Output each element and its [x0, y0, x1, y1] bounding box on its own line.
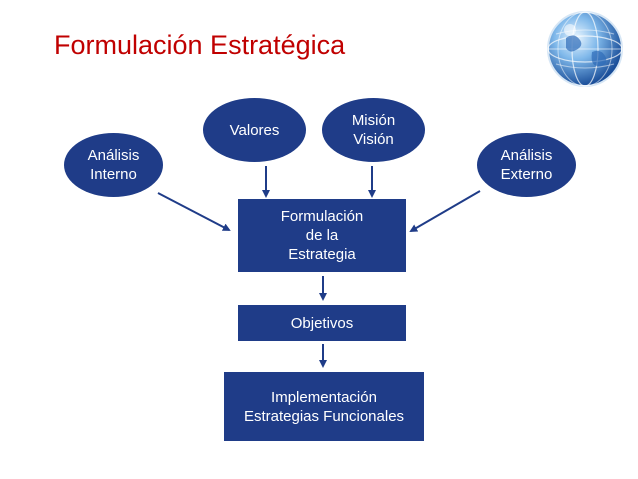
node-mision-vision-label: Misión Visión: [351, 112, 396, 148]
globe-icon: [547, 11, 623, 87]
node-implementacion-label: Implementación Estrategias Funcionales: [243, 388, 405, 425]
node-implementacion: Implementación Estrategias Funcionales: [224, 372, 424, 441]
node-formulacion: Formulación de la Estrategia: [238, 199, 406, 272]
node-valores: Valores: [203, 98, 306, 162]
arrow-externo-to-formulacion: [409, 190, 481, 233]
node-analisis-interno-label: Análisis Interno: [87, 147, 140, 183]
node-objetivos-label: Objetivos: [290, 314, 354, 332]
node-analisis-externo-label: Análisis Externo: [500, 147, 553, 183]
arrow-interno-to-formulacion: [157, 192, 231, 231]
node-analisis-externo: Análisis Externo: [477, 133, 576, 197]
node-objetivos: Objetivos: [238, 305, 406, 341]
node-formulacion-label: Formulación de la Estrategia: [280, 208, 364, 263]
node-mision-vision: Misión Visión: [322, 98, 425, 162]
node-analisis-interno: Análisis Interno: [64, 133, 163, 197]
node-valores-label: Valores: [229, 121, 280, 139]
page-title: Formulación Estratégica: [54, 30, 346, 60]
